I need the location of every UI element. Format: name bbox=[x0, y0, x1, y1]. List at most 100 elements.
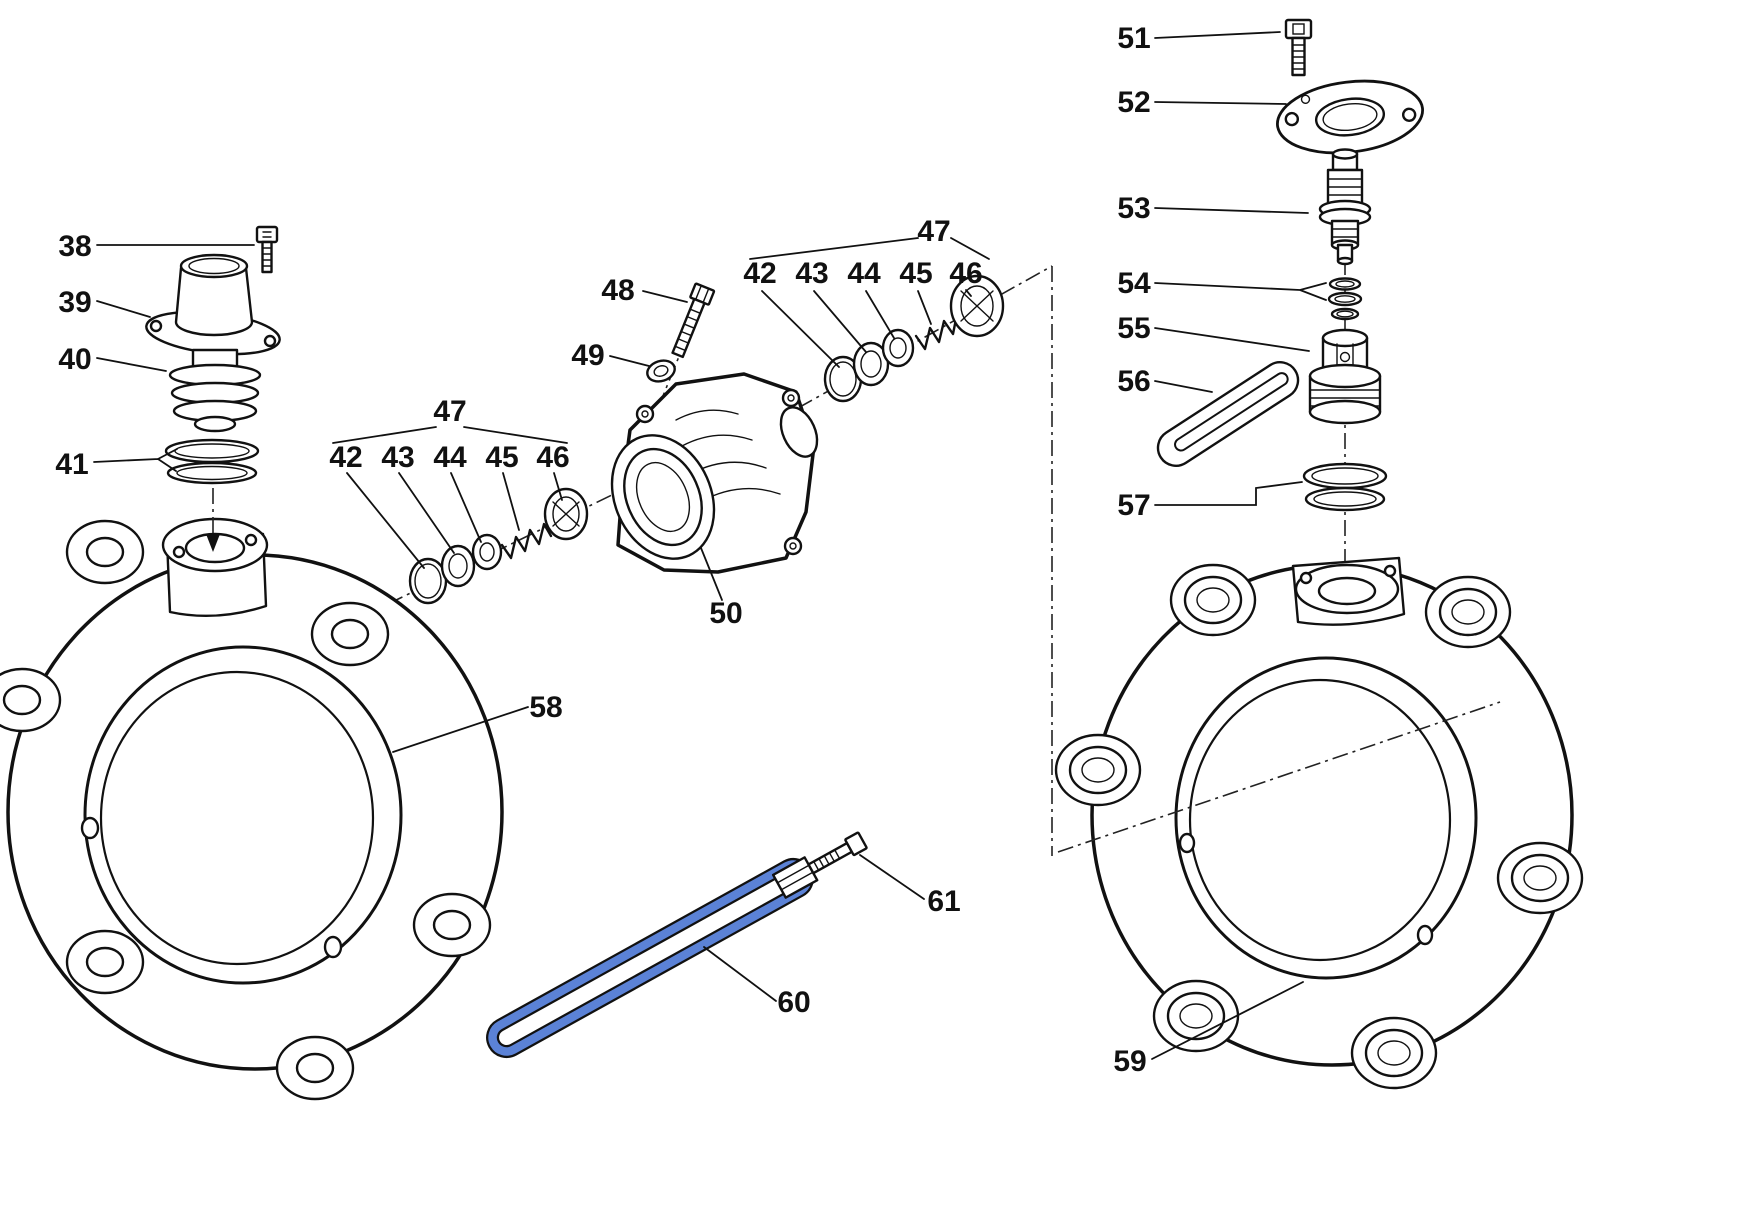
part-41-o-rings bbox=[164, 438, 260, 485]
leader-42-top bbox=[761, 290, 840, 368]
leader-60 bbox=[703, 946, 777, 1002]
callout-47-left: 47 bbox=[433, 395, 466, 428]
leader-44-top bbox=[865, 290, 895, 339]
callout-44-left: 44 bbox=[433, 441, 467, 474]
callout-57: 57 bbox=[1117, 489, 1150, 522]
callout-38: 38 bbox=[58, 230, 91, 263]
part-44-valve-plate bbox=[881, 328, 915, 368]
part-51-screw bbox=[1284, 18, 1313, 77]
strap-band bbox=[488, 860, 812, 1056]
part-58-bearing-flange bbox=[0, 517, 504, 1101]
part-44-valve-plate bbox=[471, 533, 503, 571]
callout-40: 40 bbox=[58, 343, 91, 376]
part-52-flange-plate bbox=[1276, 79, 1424, 155]
leader-44-left bbox=[450, 472, 482, 543]
bracket-47-left bbox=[332, 426, 568, 444]
part-50-manifold bbox=[610, 372, 819, 574]
part-60-strap bbox=[486, 831, 868, 1059]
callout-39: 39 bbox=[58, 286, 91, 319]
part-54-rings bbox=[1327, 277, 1363, 321]
leader-57 bbox=[1154, 481, 1303, 506]
flange-port-boss bbox=[161, 517, 269, 618]
part-48-bolt bbox=[671, 282, 716, 359]
manifold-bore bbox=[610, 434, 716, 560]
flange-lug bbox=[1054, 563, 1584, 1090]
leader-46-top bbox=[965, 289, 972, 297]
callout-41: 41 bbox=[55, 448, 88, 481]
leader-45-top bbox=[917, 290, 932, 325]
leader-41 bbox=[93, 448, 178, 472]
callout-51: 51 bbox=[1117, 22, 1150, 55]
manifold-right-port bbox=[779, 406, 819, 458]
leader-43-top bbox=[813, 290, 867, 353]
face-hole bbox=[1178, 832, 1196, 854]
axis-through-flange bbox=[1057, 701, 1501, 853]
callout-42-left: 42 bbox=[329, 441, 362, 474]
axis-right-valve bbox=[797, 265, 1053, 409]
pipe-body bbox=[174, 266, 254, 337]
face-hole bbox=[323, 935, 343, 959]
flange-bore bbox=[83, 645, 403, 985]
callout-49: 49 bbox=[571, 339, 604, 372]
part-55-piston-guide bbox=[1308, 328, 1382, 425]
valve-kit-right bbox=[823, 274, 1005, 403]
callout-56: 56 bbox=[1117, 365, 1150, 398]
bolt-hole bbox=[263, 334, 277, 348]
leader-46-left bbox=[553, 472, 563, 501]
part-45-spring bbox=[914, 312, 959, 351]
callout-61: 61 bbox=[927, 885, 960, 918]
leader-58 bbox=[392, 706, 529, 753]
screw-shaft bbox=[261, 240, 273, 274]
leader-52 bbox=[1154, 101, 1287, 105]
leader-59 bbox=[1151, 981, 1304, 1060]
leader-43-left bbox=[398, 472, 455, 554]
callout-46-top: 46 bbox=[949, 257, 982, 290]
part-61-bolt bbox=[807, 831, 868, 875]
leader-50 bbox=[700, 547, 723, 601]
part-45-spring bbox=[500, 522, 553, 560]
assembly-arrow bbox=[206, 488, 220, 552]
callout-54: 54 bbox=[1117, 267, 1151, 300]
part-39-flange-fitting bbox=[145, 253, 281, 356]
part-43-valve-seat bbox=[440, 544, 476, 588]
leader-53 bbox=[1154, 207, 1309, 214]
part-49-washer bbox=[646, 359, 676, 383]
flange-bore bbox=[1174, 656, 1478, 980]
callout-48: 48 bbox=[601, 274, 634, 307]
flange-port-boss bbox=[1291, 556, 1406, 626]
part-56-retainer-clip bbox=[1156, 361, 1300, 467]
leader-40 bbox=[96, 357, 167, 372]
leader-49 bbox=[609, 355, 650, 367]
callout-59: 59 bbox=[1113, 1045, 1146, 1078]
part-59-bearing-flange bbox=[1054, 556, 1584, 1090]
face-hole bbox=[80, 816, 100, 840]
leader-39 bbox=[96, 300, 151, 318]
callout-45-top: 45 bbox=[899, 257, 932, 290]
leader-61 bbox=[859, 854, 925, 900]
leader-56 bbox=[1154, 380, 1213, 393]
part-40-hose-barb bbox=[168, 348, 262, 433]
callout-60: 60 bbox=[777, 986, 810, 1019]
bracket-47-top bbox=[749, 237, 990, 260]
callout-58: 58 bbox=[529, 691, 562, 724]
callout-42-top: 42 bbox=[743, 257, 776, 290]
callout-47-top: 47 bbox=[917, 215, 950, 248]
part-38-screw bbox=[255, 225, 279, 274]
flange-lug bbox=[0, 519, 492, 1101]
leader-51 bbox=[1154, 31, 1281, 39]
bolt-hole bbox=[149, 319, 163, 333]
callout-53: 53 bbox=[1117, 192, 1150, 225]
callout-55: 55 bbox=[1117, 312, 1150, 345]
part-46-valve-cage bbox=[543, 487, 589, 541]
callout-50: 50 bbox=[709, 597, 742, 630]
axis-left-valve bbox=[387, 473, 656, 605]
callout-45-left: 45 bbox=[485, 441, 518, 474]
face-hole bbox=[1416, 924, 1434, 946]
leader-lines bbox=[93, 31, 1327, 1060]
callout-44-top: 44 bbox=[847, 257, 881, 290]
callout-52: 52 bbox=[1117, 86, 1150, 119]
part-42-o-ring bbox=[408, 557, 448, 605]
screw-head bbox=[255, 225, 279, 244]
